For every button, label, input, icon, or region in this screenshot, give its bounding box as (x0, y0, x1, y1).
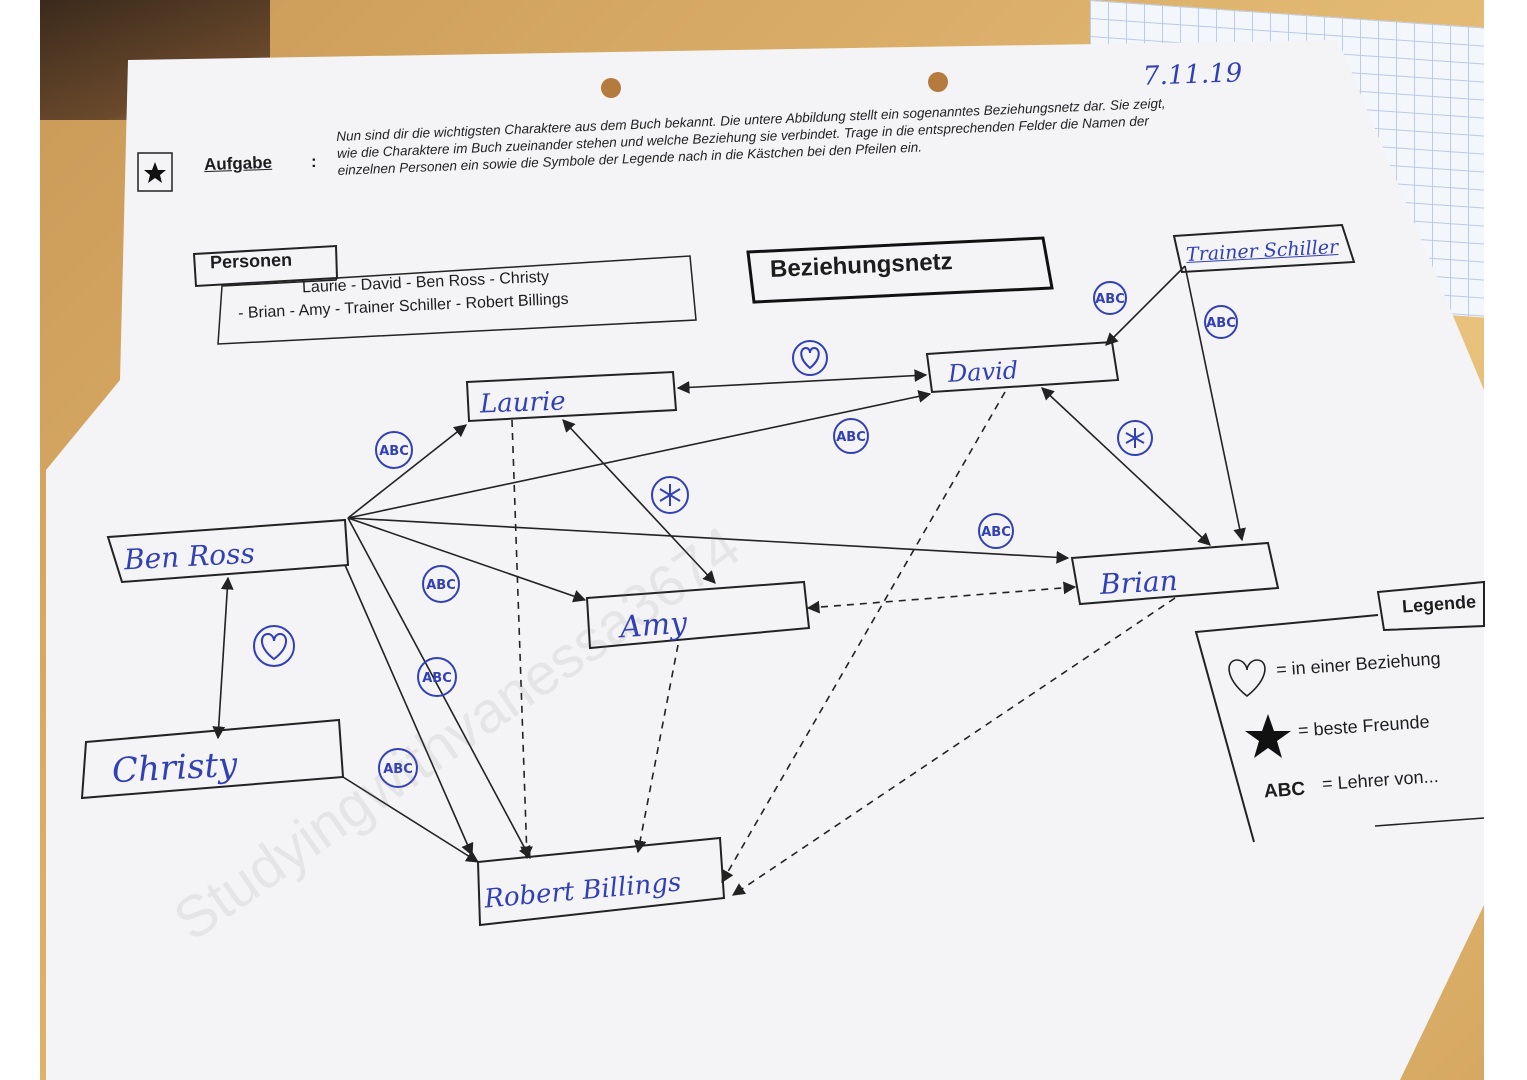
legend-abc-label: ABC (1263, 778, 1306, 803)
arrow-laurie-amy (562, 419, 716, 584)
abc-symbol: ABC (1095, 292, 1125, 307)
date-label: 7.11.19 (1142, 58, 1243, 92)
arrow-trainer-brian (1184, 265, 1246, 542)
abc-symbol: ABC (981, 525, 1011, 540)
legend-star-icon (1245, 714, 1291, 758)
asterisk-icon (1125, 428, 1145, 448)
punch-hole-left (601, 78, 621, 98)
symbol-circle-ben-robert (417, 657, 457, 697)
node-brian: Brian (1099, 563, 1179, 602)
arrow-ben-amy (347, 517, 587, 603)
node-box-amy (585, 580, 811, 650)
symbol-circle-trainer-brian (1204, 305, 1238, 339)
symbol-circle-david-brian (1117, 420, 1153, 456)
dashed-amy-brian (806, 581, 1077, 614)
dashed-brian-robert (731, 597, 1176, 896)
symbol-circle-laurie-david (792, 340, 828, 376)
personen-title: Personen (209, 249, 293, 273)
symbol-circle-ben-amy (422, 565, 460, 603)
node-box-brian (1070, 541, 1280, 606)
symbol-circle-laurie-amy (651, 476, 689, 514)
arrow-ben-laurie (347, 424, 468, 519)
task-colon: : (311, 152, 317, 171)
node-amy: Amy (618, 605, 689, 646)
dashed-david-robert (721, 391, 1006, 884)
arrow-christy-robert (342, 776, 480, 863)
personen-box (217, 255, 697, 345)
symbol-circle-ben-christy (253, 625, 295, 667)
abc-symbol: ABC (1206, 316, 1236, 331)
arrow-ben-christy (212, 576, 234, 740)
legend-title-box (1376, 580, 1485, 632)
title-box (746, 236, 1054, 304)
arrow-trainer-david (1105, 265, 1186, 346)
abc-symbol: ABC (383, 762, 413, 777)
node-box-ben (106, 518, 350, 584)
abc-symbol: ABC (836, 430, 866, 445)
node-box-david (925, 340, 1120, 394)
node-ben-ross: Ben Ross (123, 536, 256, 577)
dashed-amy-robert (633, 644, 679, 854)
arrow-ben-brian (347, 517, 1070, 564)
heart-icon (800, 346, 820, 370)
symbol-circle-ben-david (833, 418, 869, 454)
task-star-box (137, 152, 173, 192)
symbol-circle-ben-laurie (375, 431, 413, 469)
abc-symbol: ABC (379, 444, 409, 459)
dashed-laurie-robert (511, 419, 534, 860)
node-david: David (947, 356, 1019, 388)
symbol-circle-trainer-david (1093, 281, 1127, 315)
heart-icon (261, 632, 287, 661)
arrow-ben-robert (347, 517, 531, 860)
node-box-laurie (465, 370, 678, 423)
legend-box (1194, 614, 1379, 843)
asterisk-icon (659, 484, 681, 506)
punch-hole-right (928, 72, 948, 92)
task-label: Aufgabe (203, 152, 273, 175)
symbol-circle-ben-brian (978, 513, 1014, 549)
legend-bottom-line (1374, 817, 1485, 827)
node-christy: Christy (111, 744, 239, 792)
node-box-trainer (1172, 223, 1356, 274)
arrow-ben-robert-2 (344, 564, 474, 857)
legend-heart-icon (1228, 659, 1266, 698)
abc-symbol: ABC (426, 578, 456, 593)
arrow-david-brian (1041, 387, 1211, 546)
node-laurie: Laurie (479, 386, 567, 420)
symbol-circle-christy-robert (378, 748, 418, 788)
arrow-laurie-david (676, 369, 928, 394)
star-icon (144, 162, 166, 183)
abc-symbol: ABC (422, 671, 452, 686)
